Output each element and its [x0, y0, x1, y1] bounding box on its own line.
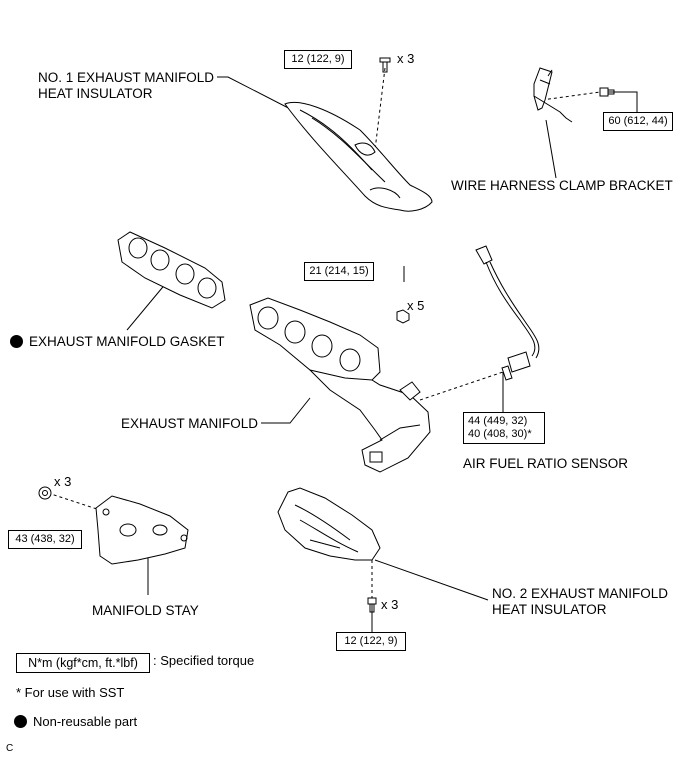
torque-af-sensor-line1: 44 (449, 32) [468, 415, 528, 427]
torque-af-sensor: 44 (449, 32) 40 (408, 30)* [463, 412, 545, 444]
wire-bracket-drawing [533, 67, 573, 123]
qty-insulator1-bolts: x 3 [397, 51, 415, 66]
gasket-label-text: EXHAUST MANIFOLD GASKET [29, 334, 225, 349]
qty-manifold-nuts: x 5 [407, 298, 425, 313]
torque-manifold-nut: 21 (214, 15) [304, 262, 374, 281]
heat-insulator-1-drawing [284, 101, 433, 212]
gasket-label: EXHAUST MANIFOLD GASKET [10, 334, 225, 350]
torque-insulator1-bolt: 12 (122, 9) [284, 50, 352, 69]
manifold-label: EXHAUST MANIFOLD [121, 416, 259, 431]
torque-stay-nut: 43 (438, 32) [8, 530, 82, 549]
qty-stay-nuts: x 3 [54, 474, 72, 489]
nonreusable-dot-icon [10, 335, 23, 348]
stay-drawing [95, 495, 189, 565]
legend-nonreusable: Non-reusable part [14, 714, 137, 730]
torque-af-sensor-line2: 40 (408, 30)* [468, 428, 532, 440]
heat-insulator-1-label: NO. 1 EXHAUST MANIFOLD HEAT INSULATOR [38, 70, 214, 102]
legend-torque-box: N*m (kgf*cm, ft.*lbf) [16, 653, 150, 673]
torque-bracket-bolt: 60 (612, 44) [603, 112, 673, 131]
manifold-drawing [249, 297, 431, 473]
heat-insulator-2-drawing [277, 487, 381, 561]
wire-bracket-label: WIRE HARNESS CLAMP BRACKET [451, 178, 673, 193]
stay-label: MANIFOLD STAY [92, 603, 199, 618]
heat-insulator-1-line2: HEAT INSULATOR [38, 86, 153, 101]
bolt-insulator1 [379, 57, 391, 73]
figure-code: C [6, 743, 14, 754]
heat-insulator-2-line1: NO. 2 EXHAUST MANIFOLD [492, 586, 669, 601]
gasket-drawing [117, 231, 226, 309]
torque-insulator2-bolt: 12 (122, 9) [336, 632, 406, 651]
qty-insulator2-bolts: x 3 [381, 597, 399, 612]
bolt-insulator2 [367, 597, 377, 613]
af-sensor-drawing [475, 245, 540, 381]
nut-stay [38, 486, 52, 500]
heat-insulator-2-label: NO. 2 EXHAUST MANIFOLD HEAT INSULATOR [492, 586, 668, 618]
leader-lines [47, 67, 638, 632]
legend-sst-note: * For use with SST [16, 685, 125, 700]
nut-manifold [396, 309, 410, 324]
heat-insulator-1-line1: NO. 1 EXHAUST MANIFOLD [38, 70, 215, 85]
legend-torque-desc: : Specified torque [153, 653, 255, 668]
legend-nonreusable-text: Non-reusable part [33, 714, 138, 729]
af-sensor-label: AIR FUEL RATIO SENSOR [463, 456, 629, 471]
heat-insulator-2-line2: HEAT INSULATOR [492, 602, 607, 617]
legend-dot-icon [14, 715, 27, 728]
bolt-bracket [599, 87, 615, 97]
